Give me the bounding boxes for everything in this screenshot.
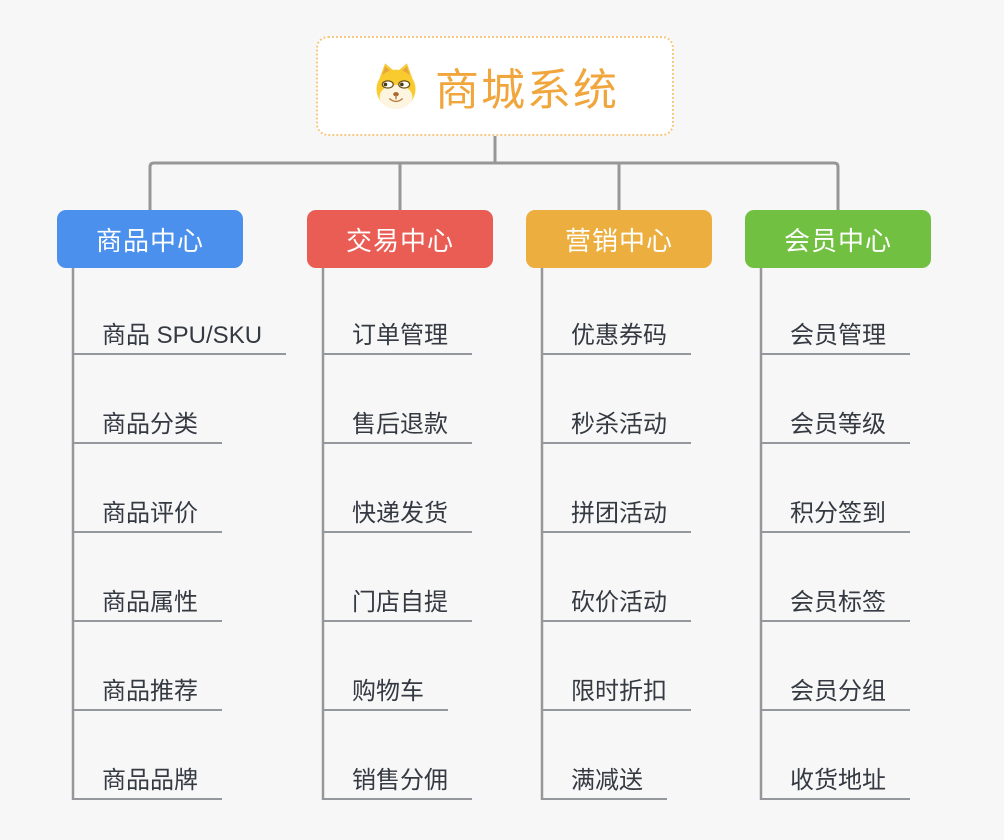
root-node[interactable]: 商城系统 <box>316 36 674 136</box>
leaf-node[interactable]: 售后退款 <box>322 408 472 444</box>
leaf-label: 会员等级 <box>790 411 886 438</box>
leaf-node[interactable]: 收货地址 <box>760 764 910 800</box>
branch-label: 营销中心 <box>564 225 673 256</box>
leaf-label: 订单管理 <box>352 322 448 349</box>
leaf-node[interactable]: 快递发货 <box>322 497 472 533</box>
branch-header-3[interactable]: 营销中心 <box>526 210 712 268</box>
branch-header-2[interactable]: 交易中心 <box>307 210 493 268</box>
branch-label: 会员中心 <box>783 225 892 256</box>
leaf-label: 满减送 <box>571 767 643 794</box>
leaf-node[interactable]: 会员等级 <box>760 408 910 444</box>
branch-label: 商品中心 <box>95 225 204 256</box>
leaf-node[interactable]: 销售分佣 <box>322 764 472 800</box>
leaf-node[interactable]: 门店自提 <box>322 586 472 622</box>
leaf-label: 商品评价 <box>102 500 198 527</box>
leaf-node[interactable]: 商品属性 <box>72 586 222 622</box>
leaf-label: 积分签到 <box>790 500 886 527</box>
leaf-node[interactable]: 会员分组 <box>760 675 910 711</box>
dog-face-icon <box>371 61 421 111</box>
leaf-node[interactable]: 会员管理 <box>760 319 910 355</box>
leaf-node[interactable]: 商品分类 <box>72 408 222 444</box>
leaf-label: 砍价活动 <box>571 589 667 616</box>
leaf-node[interactable]: 秒杀活动 <box>541 408 691 444</box>
leaf-node[interactable]: 商品推荐 <box>72 675 222 711</box>
leaf-label: 售后退款 <box>352 411 448 438</box>
leaf-label: 会员标签 <box>790 589 886 616</box>
leaf-label: 门店自提 <box>352 589 448 616</box>
leaf-node[interactable]: 会员标签 <box>760 586 910 622</box>
leaf-label: 拼团活动 <box>571 500 667 527</box>
leaf-label: 优惠券码 <box>571 322 667 349</box>
leaf-label: 限时折扣 <box>571 678 667 705</box>
branch-header-1[interactable]: 商品中心 <box>57 210 243 268</box>
leaf-node[interactable]: 拼团活动 <box>541 497 691 533</box>
root-title: 商城系统 <box>435 66 619 115</box>
leaf-label: 会员管理 <box>790 322 886 349</box>
leaf-label: 快递发货 <box>352 500 448 527</box>
branch-header-4[interactable]: 会员中心 <box>745 210 931 268</box>
leaf-node[interactable]: 商品 SPU/SKU <box>72 319 287 355</box>
leaf-node[interactable]: 积分签到 <box>760 497 910 533</box>
branch-label: 交易中心 <box>345 225 454 256</box>
leaf-label: 商品属性 <box>102 589 198 616</box>
leaf-label: 销售分佣 <box>352 767 448 794</box>
leaf-label: 会员分组 <box>790 678 886 705</box>
leaf-label: 商品分类 <box>102 411 198 438</box>
leaf-node[interactable]: 购物车 <box>322 675 448 711</box>
leaf-node[interactable]: 满减送 <box>541 764 667 800</box>
leaf-label: 秒杀活动 <box>571 411 667 438</box>
leaf-node[interactable]: 商品品牌 <box>72 764 222 800</box>
leaf-label: 购物车 <box>352 678 424 705</box>
leaf-node[interactable]: 砍价活动 <box>541 586 691 622</box>
leaf-label: 收货地址 <box>790 767 886 794</box>
leaf-label: 商品品牌 <box>102 767 198 794</box>
leaf-label: 商品 SPU/SKU <box>102 322 263 349</box>
leaf-node[interactable]: 限时折扣 <box>541 675 691 711</box>
leaf-node[interactable]: 订单管理 <box>322 319 472 355</box>
leaf-node[interactable]: 商品评价 <box>72 497 222 533</box>
leaf-node[interactable]: 优惠券码 <box>541 319 691 355</box>
leaf-label: 商品推荐 <box>102 678 198 705</box>
